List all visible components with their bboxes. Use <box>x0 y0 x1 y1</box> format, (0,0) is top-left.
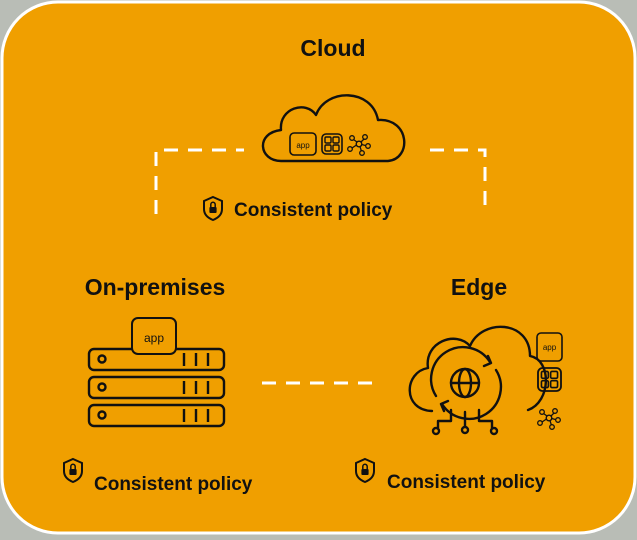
edge-title: Edge <box>451 274 507 300</box>
app-icon: app <box>131 317 177 355</box>
app-icon-label: app <box>543 343 557 352</box>
cloud-icon <box>261 94 406 163</box>
cloud-title: Cloud <box>300 35 365 61</box>
cloud-globe-icon <box>408 325 548 436</box>
cloud-policy-label: Consistent policy <box>234 200 393 221</box>
app-icon: app <box>536 332 563 362</box>
cloud-connector-dashes <box>154 148 487 214</box>
edge-policy-label: Consistent policy <box>387 472 546 493</box>
app-icon-label: app <box>144 331 164 345</box>
app-icon: app <box>289 132 317 156</box>
on-premises-title: On-premises <box>85 274 226 300</box>
app-icon-label: app <box>296 141 310 150</box>
on-premises-policy-label: Consistent policy <box>94 474 253 495</box>
